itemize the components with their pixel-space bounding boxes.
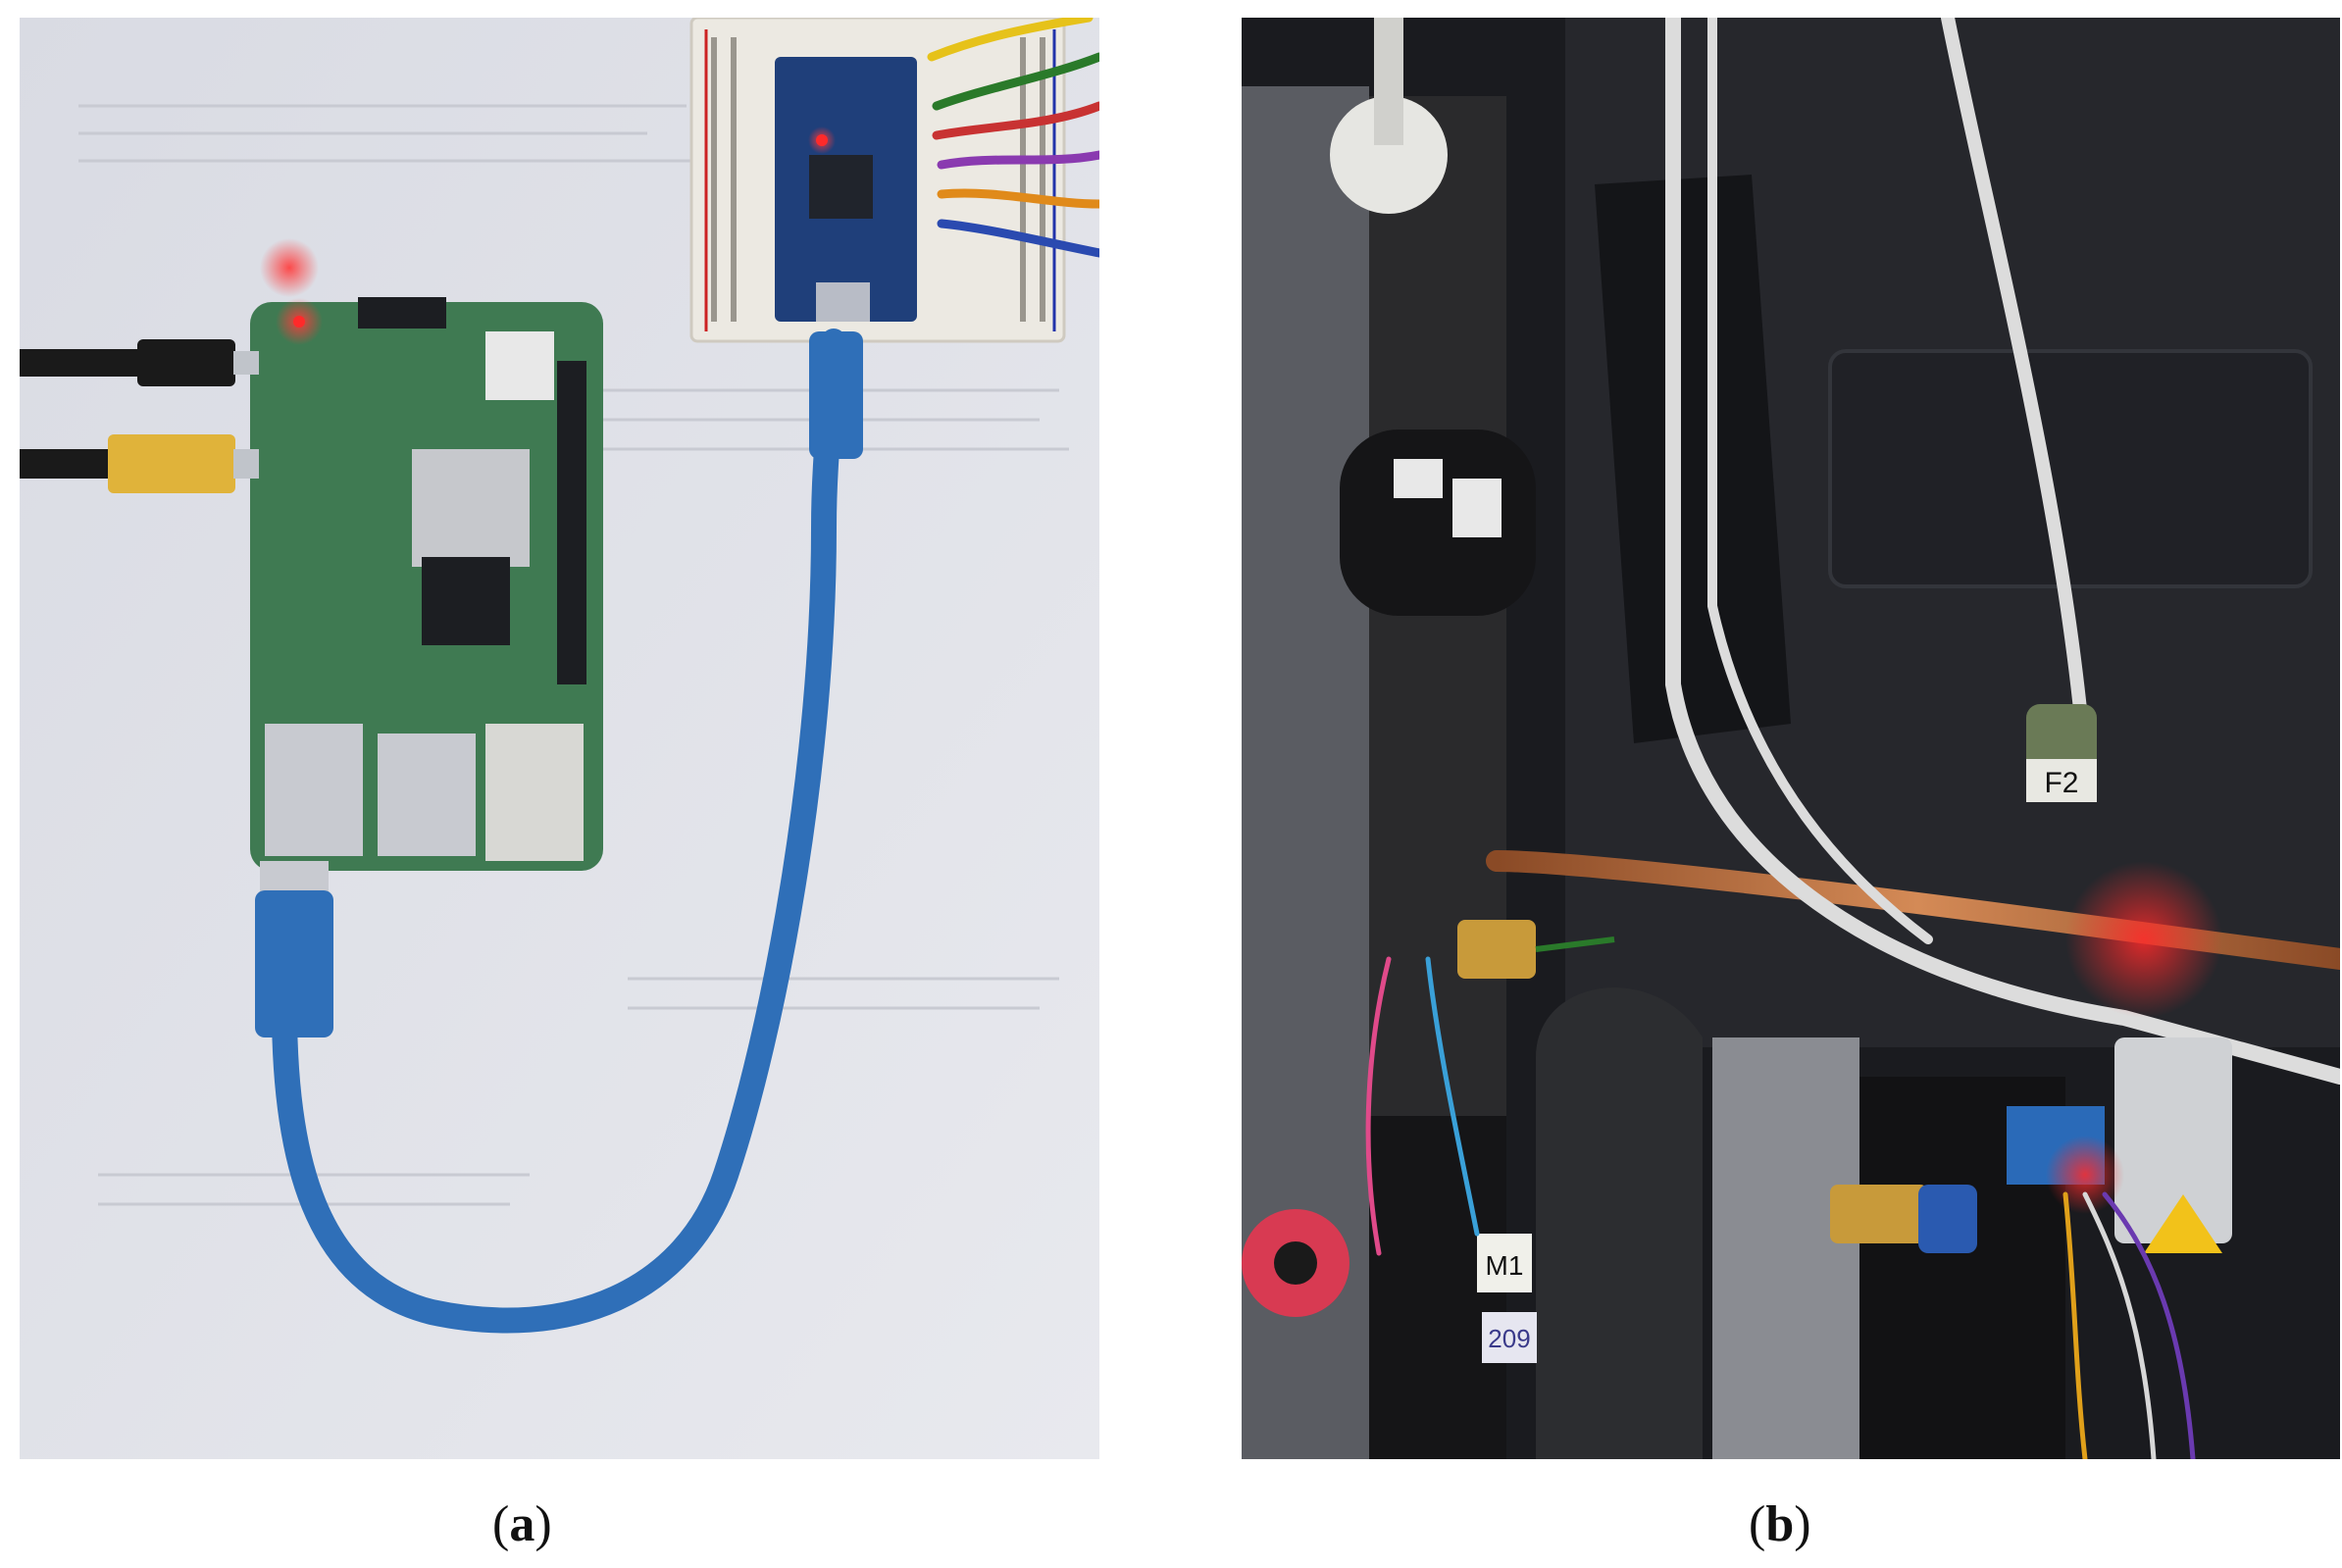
panel-b-photo: F2 M1 209 — [1242, 18, 2340, 1459]
m1-label: M1 — [1486, 1250, 1524, 1281]
arduino-nano-board — [775, 57, 917, 322]
panel-a-photo — [20, 18, 1099, 1459]
led-glow-right — [2065, 861, 2222, 1018]
caption-a-close: ) — [535, 1496, 552, 1552]
usb-a-connector — [255, 861, 333, 1037]
f2-label: F2 — [2044, 767, 2078, 799]
compressor-insulation — [1369, 987, 2065, 1459]
cabinet-vent — [1828, 349, 2313, 588]
caption-b: (b) — [1749, 1495, 1811, 1553]
power-cable — [20, 339, 259, 386]
led-glow — [260, 238, 319, 297]
usb-cable — [272, 329, 846, 1334]
raspberry-pi-board — [250, 297, 603, 871]
label-209: 209 — [1482, 1312, 1537, 1363]
hdmi-cable — [20, 434, 259, 493]
signal-wires — [1365, 956, 2196, 1459]
caption-a-letter: a — [509, 1496, 535, 1552]
pressure-sensor-top — [1330, 18, 1448, 214]
white-cables — [1665, 18, 2340, 1085]
tag-label: 209 — [1488, 1324, 1530, 1353]
caption-b-open: ( — [1749, 1496, 1766, 1552]
filter-drier — [1340, 430, 1536, 616]
mini-usb-connector — [809, 331, 863, 459]
cabinet-bracket — [1595, 175, 1791, 743]
sensor-f2: F2 — [2026, 704, 2097, 802]
caption-b-close: ) — [1794, 1496, 1811, 1552]
label-m1: M1 — [1477, 1234, 1532, 1292]
pressure-transducer-right — [1830, 1185, 1977, 1253]
caption-a-open: ( — [492, 1496, 510, 1552]
caption-a: (a) — [492, 1495, 552, 1553]
pressure-transducer-left — [1457, 920, 1615, 979]
jumper-wires — [927, 18, 1099, 258]
caption-b-letter: b — [1765, 1496, 1795, 1552]
